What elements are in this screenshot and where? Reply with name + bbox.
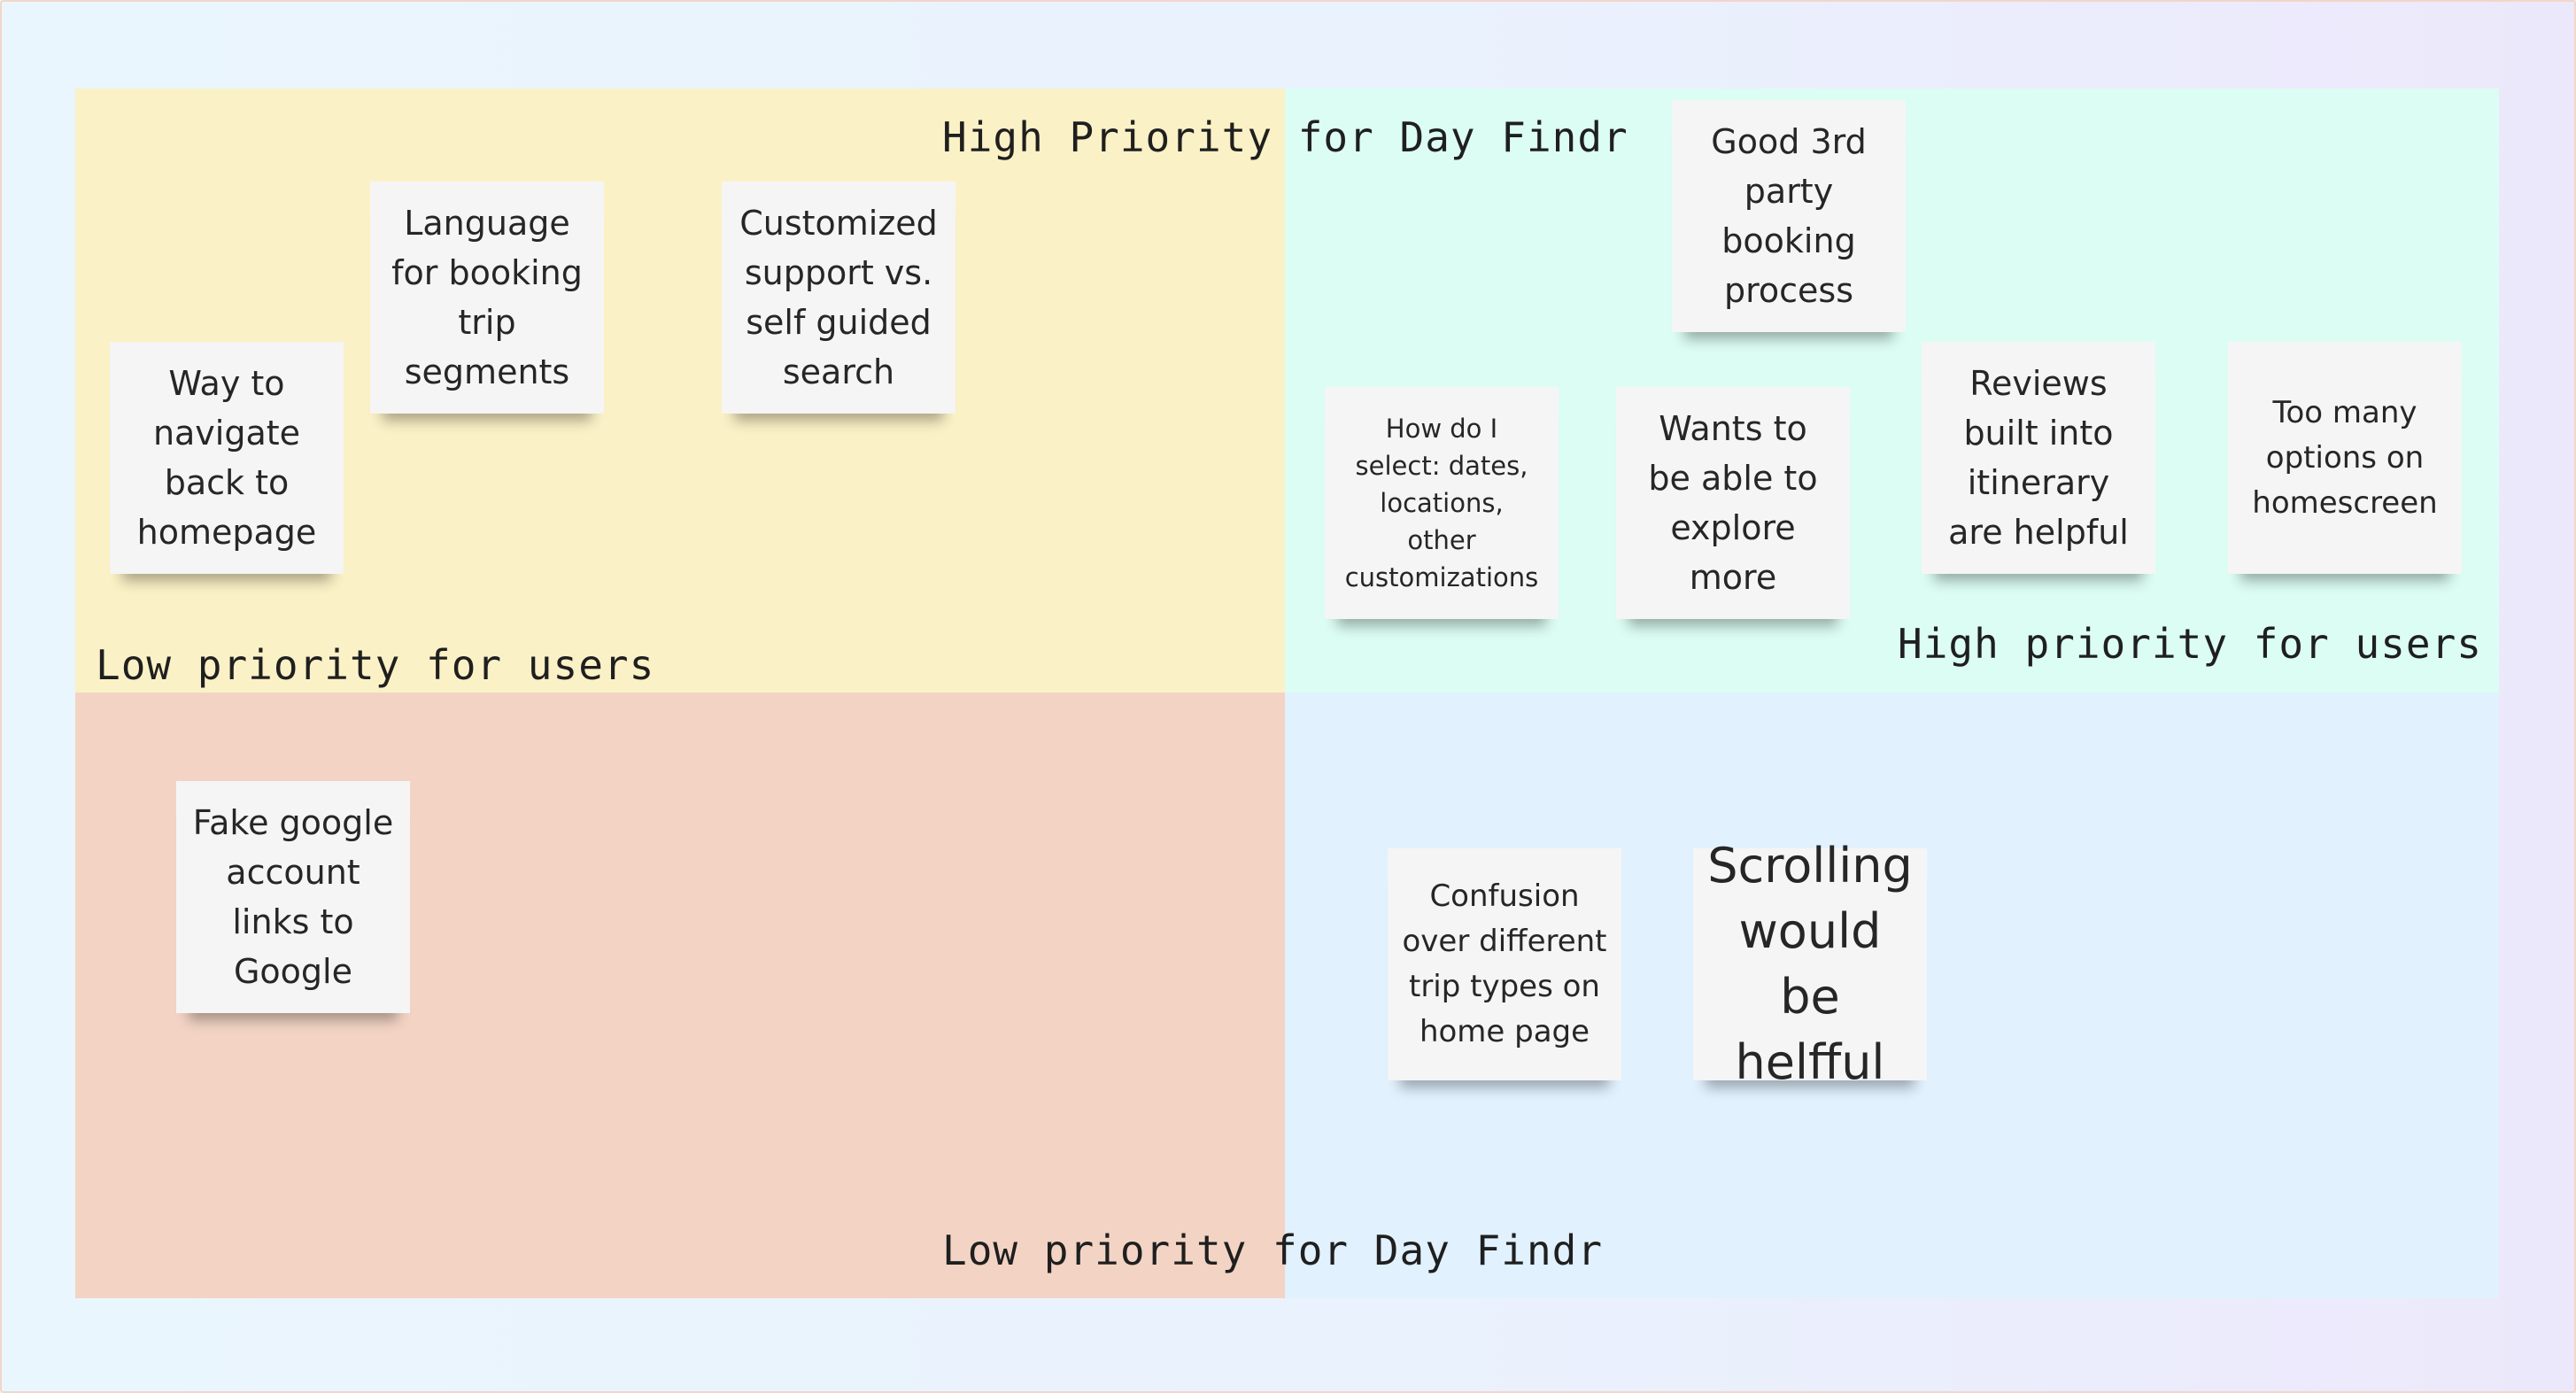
sticky-note[interactable]: How do I select: dates, locations, other…: [1325, 387, 1559, 619]
sticky-note[interactable]: Customized support vs. self guided searc…: [722, 182, 955, 414]
label-high-priority-users: High priority for users: [1898, 620, 2482, 668]
sticky-note[interactable]: Too many options on homescreen: [2228, 342, 2462, 574]
sticky-note[interactable]: Fake google account links to Google: [176, 781, 410, 1013]
sticky-note[interactable]: Good 3rd party booking process: [1672, 100, 1906, 332]
label-low-priority-day-findr: Low priority for Day Findr: [942, 1227, 1604, 1274]
sticky-note[interactable]: Wants to be able to explore more: [1616, 387, 1850, 619]
label-high-priority-day-findr: High Priority for Day Findr: [942, 113, 1628, 161]
sticky-note[interactable]: Scrolling would be helfful: [1693, 838, 1927, 1090]
sticky-note[interactable]: Reviews built into itinerary are helpful: [1922, 342, 2155, 574]
sticky-note[interactable]: Language for booking trip segments: [370, 182, 604, 414]
label-low-priority-users: Low priority for users: [96, 641, 655, 689]
sticky-note[interactable]: Way to navigate back to homepage: [110, 342, 344, 574]
sticky-note[interactable]: Confusion over different trip types on h…: [1388, 848, 1621, 1080]
